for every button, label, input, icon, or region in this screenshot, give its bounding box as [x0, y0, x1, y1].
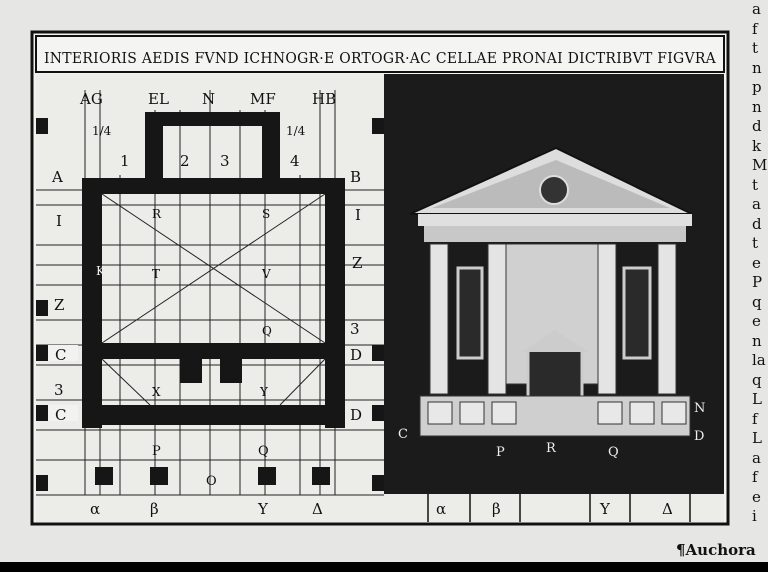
margin-letter: i	[752, 507, 757, 525]
margin-letter: la	[752, 351, 766, 369]
plan-label: D	[350, 406, 362, 424]
margin-text-column: a f t n p n d k M t a d t e P q e n la q…	[752, 0, 768, 527]
elevation-label: Δ	[662, 500, 673, 518]
margin-letter: q	[752, 292, 762, 311]
plan-label: 4	[290, 152, 300, 170]
plan-label: HB	[312, 90, 336, 108]
plan-bottom-labels: α β Υ Δ	[90, 500, 323, 518]
elevation-label: α	[436, 500, 446, 518]
plan-label: I	[56, 212, 62, 230]
margin-letter: t	[752, 39, 759, 57]
margin-letter: d	[752, 214, 762, 233]
elevation-label: Q	[608, 445, 619, 460]
plan-label: 2	[180, 152, 190, 170]
margin-letter: n	[752, 331, 762, 350]
temple-elevation: C D P R Q N α β Υ Δ	[384, 74, 724, 522]
plan-interior-labels: R S T V K Q X Y P Q O	[96, 207, 272, 489]
margin-letter: k	[752, 136, 762, 155]
elevation-label: N	[694, 401, 705, 416]
plan-label: Y	[259, 385, 269, 399]
plan-label: 3	[220, 152, 230, 170]
title-bar	[35, 35, 725, 73]
margin-letter: e	[752, 312, 761, 330]
plan-label: 1	[120, 152, 130, 170]
margin-letter: e	[752, 253, 761, 272]
plan-label: α	[90, 500, 100, 518]
plan-label: AG	[79, 90, 103, 108]
margin-letter: L	[752, 390, 762, 408]
plan-label: V	[261, 267, 271, 281]
plan-label: 3	[350, 320, 360, 338]
plan-label: C	[55, 406, 66, 424]
plan-label: Z	[54, 296, 64, 314]
margin-letter: a	[752, 0, 761, 18]
margin-letter: q	[752, 370, 762, 389]
elevation-label: P	[496, 445, 505, 460]
plan-label: EL	[148, 90, 169, 108]
margin-letter: n	[752, 97, 762, 116]
plan-label: P	[152, 444, 161, 459]
paragraph-mark-icon: ¶	[676, 541, 686, 559]
plan-label: N	[202, 90, 215, 108]
elevation-label: D	[694, 429, 704, 444]
margin-letter: M	[752, 156, 768, 174]
margin-letter: f	[752, 468, 758, 486]
plan-label: R	[152, 207, 162, 221]
margin-letter: t	[752, 175, 759, 194]
plan-label: Q	[258, 444, 269, 459]
ground-plan: AG EL N MF HB 1/4 1/4 1 2 3 4 A I Z C 3 …	[36, 74, 384, 522]
plan-label: A	[51, 168, 63, 186]
elevation-label: R	[546, 441, 557, 456]
margin-letter: p	[752, 78, 762, 96]
plan-label: B	[350, 168, 361, 186]
plan-label: K	[96, 264, 106, 278]
plan-label: Δ	[312, 500, 323, 518]
margin-letter: L	[752, 429, 762, 447]
elevation-label: C	[398, 427, 408, 442]
plan-label: I	[355, 206, 361, 224]
plan-label: O	[206, 474, 217, 489]
plan-top-labels: AG EL N MF HB 1/4 1/4 1 2 3 4	[79, 90, 336, 170]
margin-letter: e	[752, 487, 761, 506]
plan-label: β	[150, 500, 159, 518]
margin-letter: t	[752, 234, 759, 252]
margin-letter: a	[752, 195, 761, 213]
plan-label: S	[262, 207, 270, 221]
plan-label: C	[55, 346, 66, 364]
plan-label: MF	[250, 90, 276, 108]
margin-letter: f	[752, 19, 758, 38]
plan-side-labels: A I Z C 3 C B I Z 3 D D	[48, 168, 362, 424]
footer-catchword: ¶Auchora	[676, 541, 756, 559]
catchword-text: Auchora	[685, 541, 756, 559]
elevation-label: Υ	[599, 500, 611, 518]
margin-letter: f	[752, 409, 758, 428]
plan-label: 3	[54, 381, 64, 399]
plan-label: Z	[352, 254, 362, 272]
plan-fraction: 1/4	[286, 124, 306, 138]
margin-letter: d	[752, 117, 762, 135]
plan-label: T	[152, 267, 160, 281]
plan-fraction: 1/4	[92, 124, 112, 138]
plan-label: Υ	[257, 500, 269, 518]
plan-label: D	[350, 346, 362, 364]
elevation-label: β	[492, 500, 501, 518]
figure-title: INTERIORIS AEDIS FVND ICHNOGR·E ORTOGR·A…	[44, 49, 716, 67]
margin-letter: n	[752, 58, 762, 77]
margin-letter: a	[752, 448, 761, 467]
plan-label: Q	[262, 324, 272, 338]
margin-letter: P	[752, 273, 763, 291]
plan-label: X	[152, 385, 161, 399]
